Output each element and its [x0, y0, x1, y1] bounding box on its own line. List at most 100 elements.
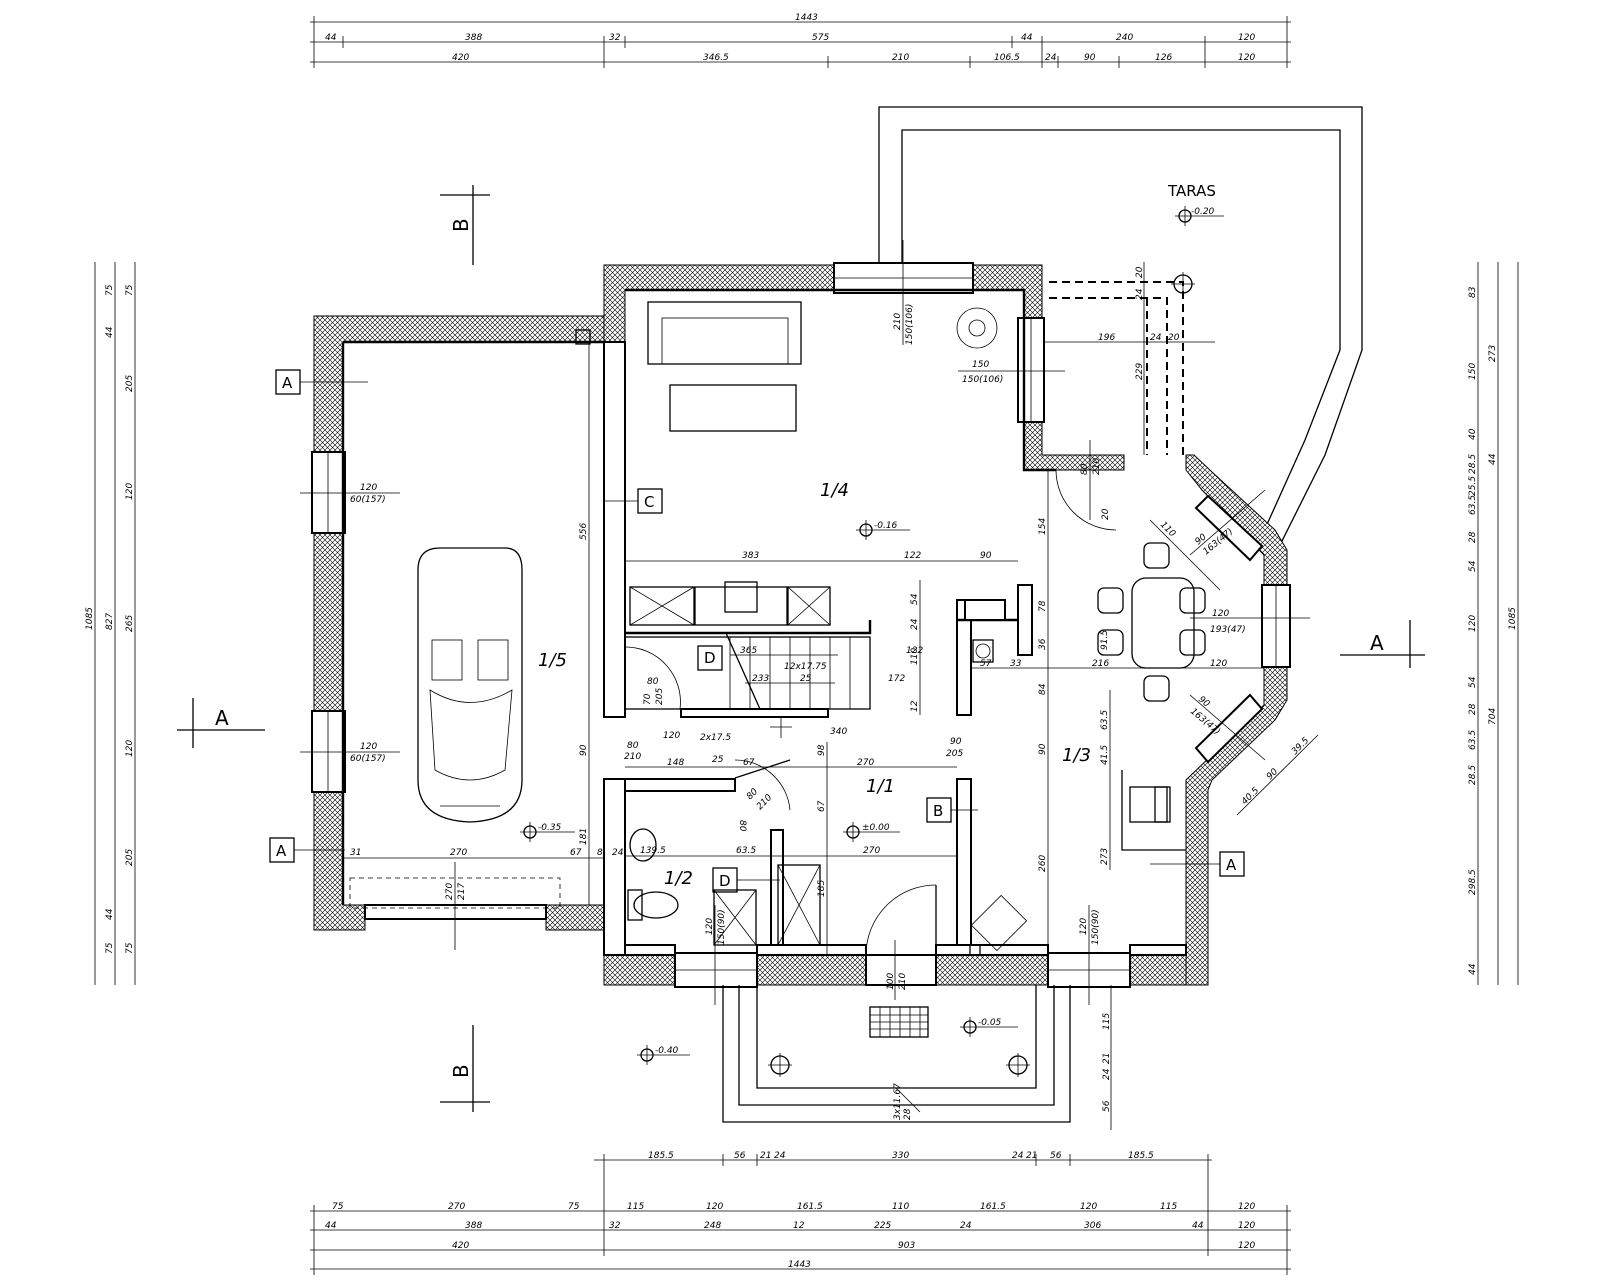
dim-bot-r2-2: 32 — [609, 1221, 621, 1231]
dining-216: 216 — [1092, 659, 1109, 669]
terr-20v: 20 — [1135, 266, 1145, 278]
bath-139: 139.5 — [640, 846, 666, 856]
dim-right-a12: 28.5 — [1468, 765, 1478, 785]
dim-top-r2-4: 24 — [1045, 53, 1057, 63]
dim-right-a4: 25.5 — [1468, 476, 1478, 496]
tag-d-2: D — [719, 872, 731, 890]
stairs-2x: 2x17.5 — [700, 733, 731, 743]
car-icon — [417, 547, 523, 823]
hall-270: 270 — [857, 758, 874, 768]
stairs-365: 365 — [740, 646, 757, 656]
bottom-dimensions: 185.5 56 21 24 330 24 21 56 185.5 75 270… — [310, 1151, 1291, 1275]
garage-270: 270 — [450, 848, 467, 858]
living-383: 383 — [742, 551, 759, 561]
terr-20: 20 — [1168, 333, 1180, 343]
bath-63: 63.5 — [736, 846, 756, 856]
svg-text:-0.05: -0.05 — [978, 1018, 1002, 1028]
dim-bot-r1-4: 120 — [706, 1202, 723, 1212]
dim-right-a3: 28.5 — [1468, 454, 1478, 474]
garage-31: 31 — [350, 848, 361, 858]
bay-40: 40.5 — [1240, 786, 1261, 807]
dim-bot-r0-0: 185.5 — [648, 1151, 674, 1161]
section-a-left: A — [215, 706, 229, 730]
toilet-icon — [633, 891, 679, 919]
garage-556: 556 — [579, 523, 589, 540]
interior-walls — [603, 341, 1187, 956]
dim-top-total: 1443 — [795, 13, 818, 23]
level-living: -0.16 — [856, 520, 910, 540]
level-ground: -0.40 — [637, 1045, 690, 1065]
col-41: 41.5 — [1100, 745, 1110, 765]
dining-door-a: 80 — [1080, 463, 1090, 475]
dining-33: 33 — [1010, 659, 1022, 669]
garage-67: 67 — [570, 848, 582, 858]
furniture — [417, 301, 1206, 1038]
dining-57: 57 — [980, 659, 992, 669]
dining-154: 154 — [1038, 518, 1048, 535]
room-garage: 1/5 — [538, 650, 567, 671]
dim-bot-r1-6: 110 — [892, 1202, 909, 1212]
porch-steps-b: 28 — [903, 1108, 913, 1120]
dim-bot-r0-5: 24 — [1012, 1151, 1024, 1161]
dim-right-a6: 28 — [1468, 531, 1478, 543]
dim-top-r2-6: 126 — [1155, 53, 1172, 63]
bath-win-a: 120 — [705, 918, 715, 935]
dim-bot-r1-0: 75 — [332, 1202, 344, 1212]
section-markers: B B A A A A A C D D B — [177, 185, 1425, 1112]
dim-bot-r2-9: 120 — [1238, 1221, 1255, 1231]
col-91: 91.5 — [1100, 630, 1110, 650]
dim-bot-r1-3: 115 — [627, 1202, 644, 1212]
dim-bot-r0-2: 21 — [760, 1151, 771, 1161]
living-122: 122 — [904, 551, 921, 561]
porch-steps-a: 3x11.67 — [893, 1083, 903, 1120]
door-80-210-b: 210 — [624, 752, 641, 762]
dim-right-a13: 298.5 — [1468, 869, 1478, 895]
stairs-a: 12x17.75 — [784, 662, 827, 672]
dining-84: 84 — [1038, 683, 1048, 695]
garage-door-a: 270 — [445, 883, 455, 900]
win-garage-2b: 60(157) — [350, 754, 386, 764]
dim-bot-r3-1: 903 — [898, 1241, 915, 1251]
dim-bot-r1-7: 161.5 — [980, 1202, 1006, 1212]
dim-bot-r0-7: 56 — [1050, 1151, 1062, 1161]
section-b-bottom: B — [449, 1064, 473, 1078]
col-110: 110 — [910, 648, 920, 665]
terr-24v: 24 — [1135, 288, 1145, 300]
dim-left-mid: 827 — [105, 613, 115, 630]
dim-bot-r3-2: 120 — [1238, 1241, 1255, 1251]
top-dimensions: 1443 44 388 32 575 44 240 120 420 346.5 … — [310, 13, 1291, 68]
right-dimensions: 1085 273 44 704 83 150 40 28.5 25.5 63.5… — [1468, 262, 1519, 985]
dim-bot-r2-1: 388 — [465, 1221, 482, 1231]
dim-top-r2-1: 346.5 — [703, 53, 729, 63]
left-dimensions: 1085 827 75 75 44 44 75 205 120 265 120 … — [85, 262, 136, 985]
dining-20: 20 — [1101, 508, 1111, 520]
col-54: 54 — [910, 593, 920, 605]
living-win2-a: 150 — [972, 360, 989, 370]
stairs-b: 25 — [800, 674, 812, 684]
hall-185: 185 — [817, 880, 827, 897]
bay-193: 193(47) — [1210, 625, 1246, 635]
dim-right-a1: 150 — [1468, 363, 1478, 380]
garage-door-b: 217 — [457, 883, 467, 900]
dim-bot-r0-3: 24 — [774, 1151, 786, 1161]
hall-270b: 270 — [863, 846, 880, 856]
dim-right-a9: 54 — [1468, 676, 1478, 688]
room-dining: 1/3 — [1062, 745, 1091, 766]
bath-win-b: 150(90) — [717, 909, 727, 945]
dim-bot-r2-5: 225 — [874, 1221, 891, 1231]
dim-left-c8: 75 — [125, 942, 135, 954]
sofa-icon — [647, 301, 802, 365]
dim-bot-r2-3: 248 — [704, 1221, 721, 1231]
entry-door-b: 210 — [898, 973, 908, 990]
tag-c: C — [644, 493, 654, 511]
dim-bot-r2-7: 306 — [1084, 1221, 1101, 1231]
bay-110: 110 — [1158, 520, 1177, 539]
col-80: 80 — [737, 820, 747, 832]
door-80-205-a: 80 — [647, 677, 659, 687]
col-63: 63.5 — [1100, 710, 1110, 730]
dim-left-o1: 75 — [105, 942, 115, 954]
porch-24: 24 — [1102, 1068, 1112, 1080]
stove-icon — [1129, 786, 1171, 823]
door-80-205-b: 70 — [643, 693, 653, 705]
